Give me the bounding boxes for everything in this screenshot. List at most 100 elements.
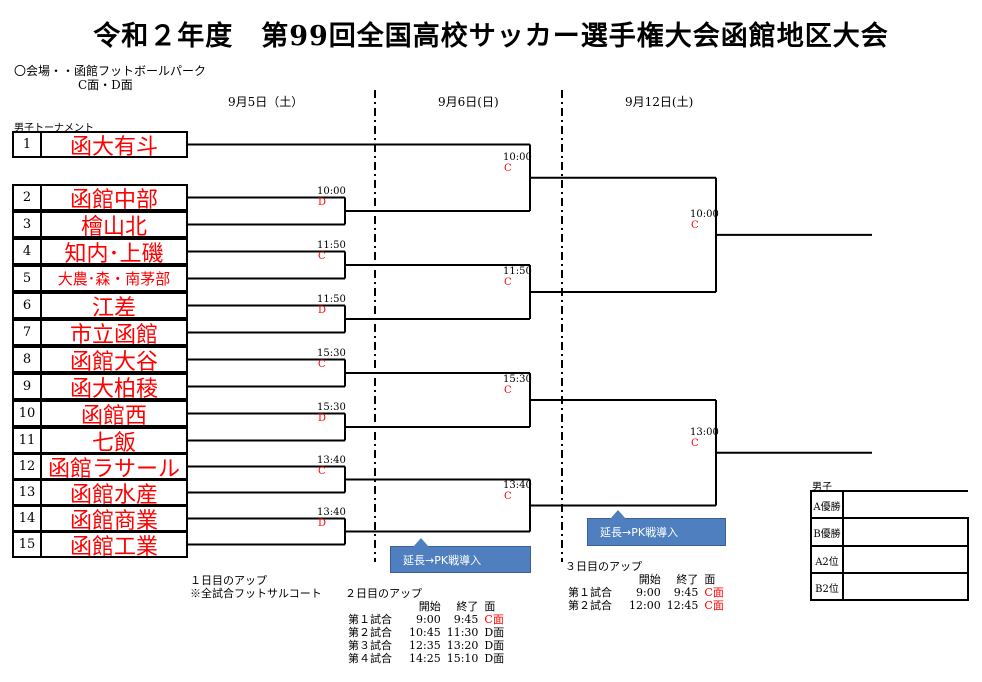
header-court: 面 xyxy=(484,600,496,613)
callout-text: 延長→PK戦導入 xyxy=(403,553,482,567)
team-number: 1 xyxy=(14,133,42,156)
pk-callout: 延長→PK戦導入 xyxy=(390,538,531,573)
team-number: 6 xyxy=(14,294,42,317)
result-row: B優勝 xyxy=(810,517,969,546)
start-time: 12:00 xyxy=(629,599,661,612)
team-number: 14 xyxy=(14,507,42,530)
team-row: 1 函大有斗 xyxy=(12,131,188,160)
team-name: 檜山北 xyxy=(80,214,147,240)
end-time: 13:20 xyxy=(446,639,479,652)
end-time: 9:45 xyxy=(673,586,699,599)
match-court: D xyxy=(318,304,327,316)
end-time: 15:10 xyxy=(446,652,479,665)
result-label: A2位 xyxy=(812,547,844,574)
team-name: 函大柏稜 xyxy=(69,376,158,402)
day2-title: ２日目のアップ xyxy=(345,587,422,600)
team-number: 9 xyxy=(14,375,42,398)
match-court: D xyxy=(318,517,327,529)
date-day2: 9月6日(日) xyxy=(438,95,499,109)
match-court: C xyxy=(318,358,326,370)
game: 第４試合 xyxy=(348,652,392,665)
team-name: 函大有斗 xyxy=(69,134,158,160)
result-value[interactable] xyxy=(844,492,968,519)
match-court: C xyxy=(504,277,512,288)
result-row: A2位 xyxy=(810,545,969,574)
day3-title: ３日目のアップ xyxy=(565,560,642,573)
day1-warmup: １日目のアップ ※全試合フットサルコート xyxy=(190,574,322,600)
start-time: 9:00 xyxy=(636,586,661,599)
team-name: 函館商業 xyxy=(69,508,158,534)
result-value[interactable] xyxy=(844,519,967,546)
match-time: 13:00 xyxy=(690,426,719,438)
match-time: 13:40 xyxy=(503,479,532,491)
header-end: 終了 xyxy=(456,600,479,613)
venue-line1: 〇会場・・函館フットボールパーク xyxy=(14,64,207,78)
start-time: 12:35 xyxy=(409,639,441,652)
results-bottom-border xyxy=(810,599,967,601)
team-name: 函館水産 xyxy=(69,482,158,508)
result-value[interactable] xyxy=(844,547,967,574)
date-day1: 9月5日（土） xyxy=(228,95,304,109)
team-row: 2 函館中部 xyxy=(12,184,188,213)
court: D面 xyxy=(484,652,505,665)
match-time: 11:50 xyxy=(317,239,346,251)
court: C面 xyxy=(484,613,504,626)
result-value[interactable] xyxy=(844,574,967,601)
team-name: 函館ラサール xyxy=(47,456,180,482)
team-number: 15 xyxy=(14,533,42,556)
callout-text: 延長→PK戦導入 xyxy=(600,526,679,539)
match-court: D xyxy=(318,196,327,208)
result-label: B優勝 xyxy=(812,519,844,546)
match-court: C xyxy=(691,437,699,449)
match-court: C xyxy=(318,465,326,477)
match-time: 10:00 xyxy=(317,185,346,197)
venue-line2: C面・D面 xyxy=(78,78,133,92)
match-court: C xyxy=(504,490,512,502)
team-name: 函館中部 xyxy=(69,187,158,213)
day1-note: ※全試合フットサルコート xyxy=(190,587,322,600)
match-time: 15:30 xyxy=(317,401,346,413)
section-label: 男子トーナメント xyxy=(14,123,94,134)
court: C面 xyxy=(704,599,724,612)
team-number: 10 xyxy=(14,402,42,425)
end-time: 11:30 xyxy=(446,626,479,639)
match-time: 15:30 xyxy=(317,347,346,359)
match-time: 11:50 xyxy=(317,293,346,305)
team-number: 7 xyxy=(14,321,42,344)
match-time: 11:50 xyxy=(503,266,532,277)
game: 第２試合 xyxy=(568,599,612,612)
team-number: 2 xyxy=(14,186,42,209)
match-time: 15:30 xyxy=(503,374,532,385)
team-name: 市立函館 xyxy=(69,322,158,348)
header-start: 開始 xyxy=(418,600,441,613)
result-label: A優勝 xyxy=(812,492,844,519)
team-row: 7 市立函館 xyxy=(12,319,188,348)
match-time: 13:40 xyxy=(317,506,346,518)
team-number: 5 xyxy=(14,267,42,290)
match-time: 10:00 xyxy=(503,151,532,163)
court: D面 xyxy=(484,639,505,652)
date-day3: 9月12日(土) xyxy=(625,95,694,109)
header-start: 開始 xyxy=(638,573,661,586)
